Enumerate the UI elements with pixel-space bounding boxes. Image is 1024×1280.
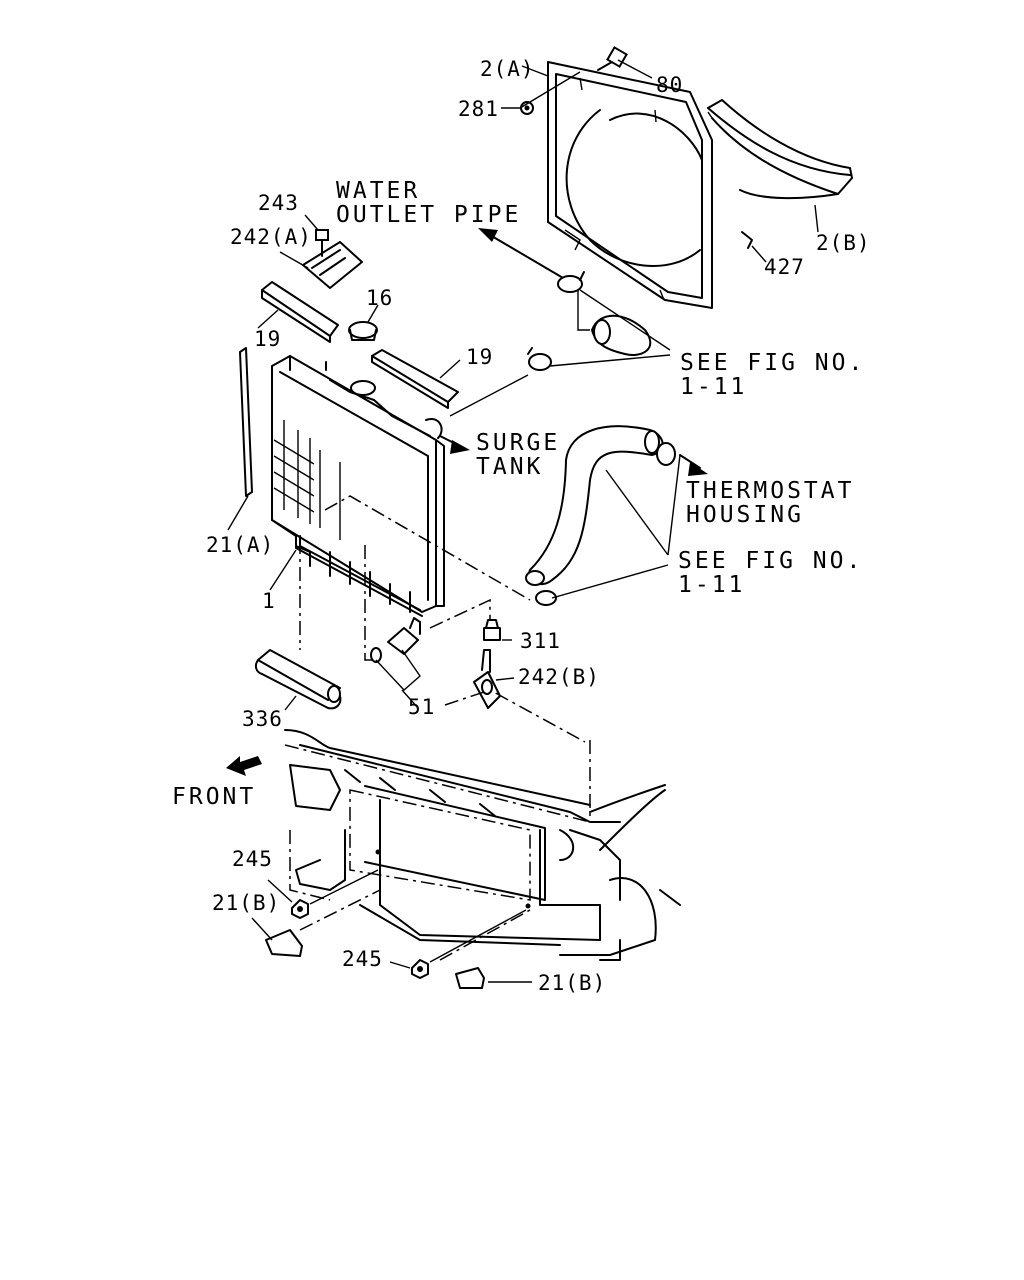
- pad-21b-left: [251, 917, 303, 957]
- label-16: 16: [366, 286, 393, 310]
- label-242b: 242(B): [518, 665, 600, 689]
- lower-hose: [525, 425, 681, 606]
- clip-427: [741, 231, 753, 249]
- note-water-2: OUTLET PIPE: [336, 202, 521, 228]
- drain-cock-51: [370, 617, 421, 709]
- bolt-245-right: [389, 909, 527, 979]
- label-21a: 21(A): [206, 533, 274, 557]
- note-thermo-1: THERMOSTAT: [686, 478, 854, 504]
- label-80: 80: [656, 73, 683, 97]
- note-surge-2: TANK: [476, 454, 543, 480]
- note-seefig2-2: 1-11: [678, 572, 745, 598]
- leaders-upper: [501, 59, 819, 263]
- arrows: [439, 228, 708, 476]
- label-281: 281: [458, 97, 499, 121]
- label-245-left: 245: [232, 847, 273, 871]
- note-surge-1: SURGE: [476, 430, 560, 456]
- note-seefig2-1: SEE FIG NO.: [678, 548, 863, 574]
- note-seefig1-2: 1-11: [680, 374, 747, 400]
- label-51: 51: [408, 695, 435, 719]
- label-2a: 2(A): [480, 57, 535, 81]
- seal-19-right: [371, 349, 461, 409]
- mount-311: [483, 619, 512, 641]
- note-thermo-2: HOUSING: [686, 502, 804, 528]
- air-guide-336: [254, 649, 342, 711]
- note-seefig1-1: SEE FIG NO.: [680, 350, 865, 376]
- radiator: [269, 355, 445, 617]
- bracket-242b: [473, 649, 515, 709]
- front-frame: [284, 729, 681, 961]
- labels: 2(A) 80 281 2(B) 427 243 242(A) 16 19 19…: [172, 57, 871, 995]
- label-427: 427: [764, 255, 805, 279]
- label-21b-right: 21(B): [538, 971, 606, 995]
- bolt-80: [597, 46, 628, 71]
- note-water-1: WATER: [336, 178, 420, 204]
- seal-21a: [227, 347, 253, 531]
- bolt-245-left: [267, 869, 379, 919]
- pad-21b-right: [455, 967, 532, 989]
- alignment-lines: [299, 495, 591, 961]
- label-2b: 2(B): [816, 231, 871, 255]
- lower-shroud: [707, 99, 853, 200]
- label-245-right: 245: [342, 947, 383, 971]
- bracket-242a: [279, 214, 363, 289]
- seal-19-left: [257, 281, 339, 343]
- front-arrow-icon: [226, 756, 262, 776]
- fan-shroud: [547, 61, 713, 309]
- radiator-cap-16: [348, 304, 379, 341]
- note-front: FRONT: [172, 784, 256, 810]
- label-19-left: 19: [254, 327, 281, 351]
- label-1: 1: [262, 589, 276, 613]
- label-243: 243: [258, 191, 299, 215]
- label-336: 336: [242, 707, 283, 731]
- label-311: 311: [520, 629, 561, 653]
- upper-hose: [449, 271, 671, 417]
- label-242a: 242(A): [230, 225, 312, 249]
- label-19-right: 19: [466, 345, 493, 369]
- label-21b-left: 21(B): [212, 891, 280, 915]
